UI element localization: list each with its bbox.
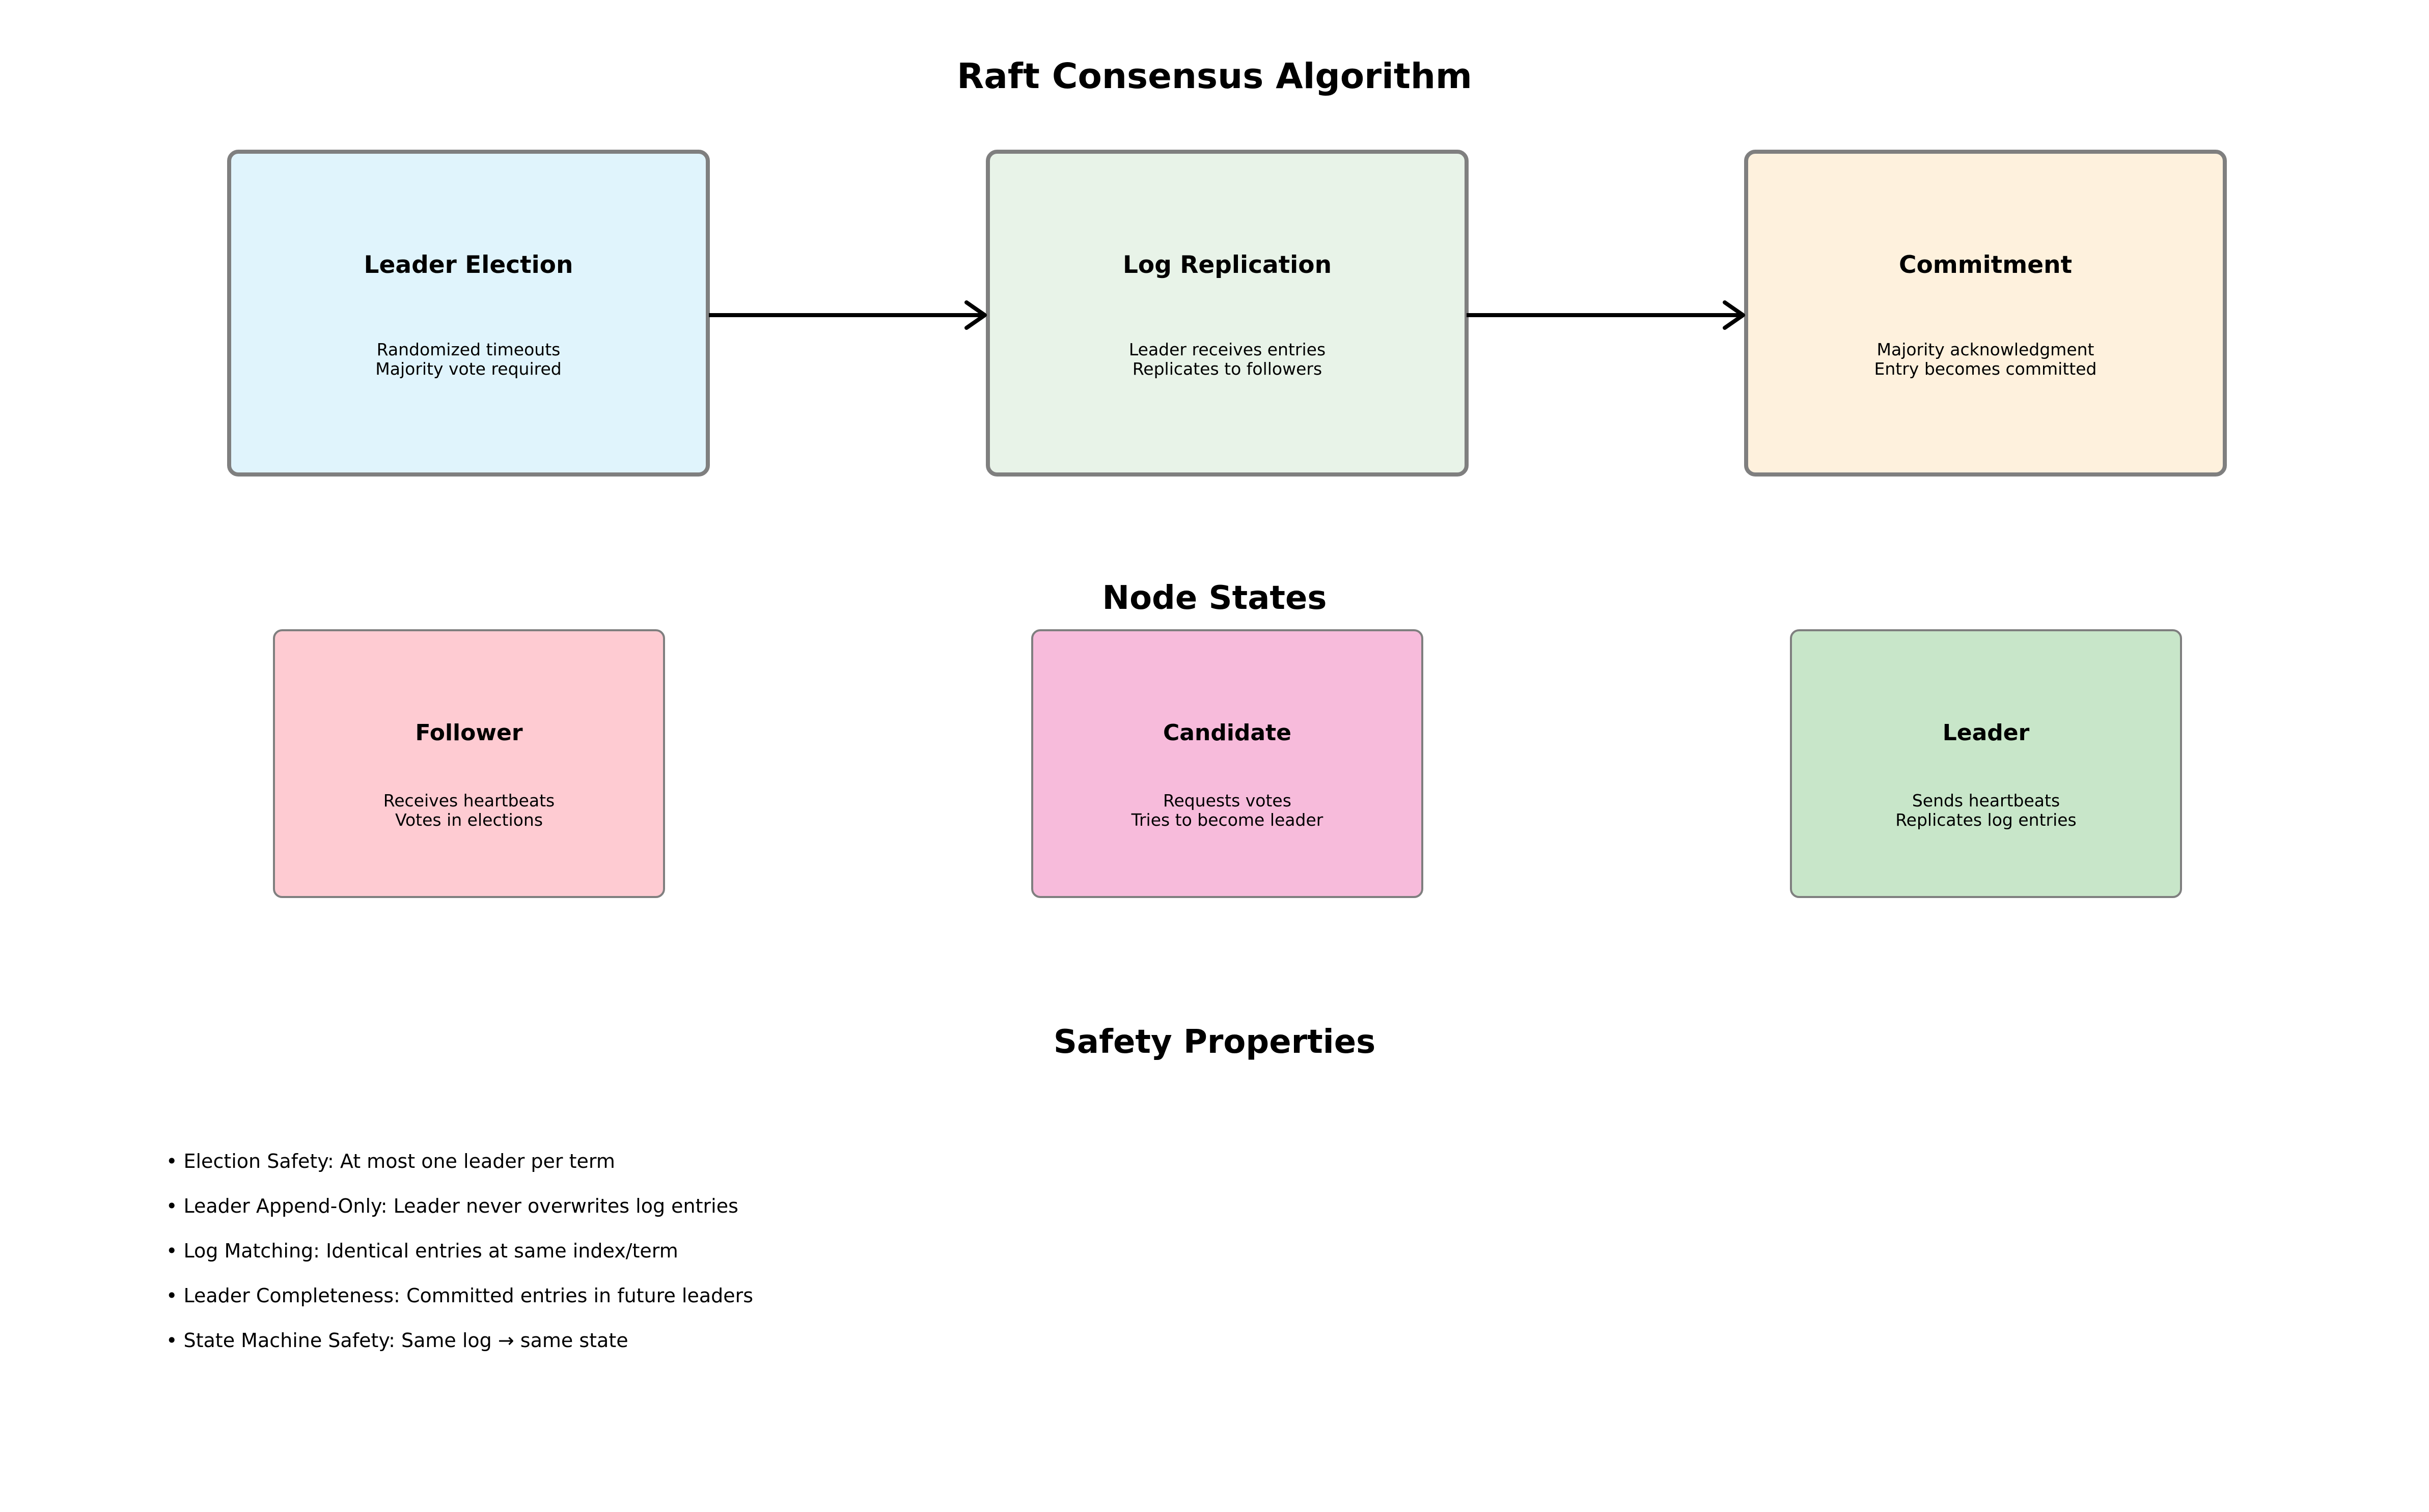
safety-properties-heading: Safety Properties: [1053, 1023, 1376, 1061]
list-item: • Leader Completeness: Committed entries…: [166, 1284, 754, 1307]
state-description: Receives heartbeats Votes in elections: [275, 791, 663, 830]
state-title: Follower: [415, 720, 523, 746]
state-title: Candidate: [1163, 720, 1291, 746]
list-item: • Leader Append-Only: Leader never overw…: [166, 1195, 738, 1217]
phase-box-leader-election: Leader Election Randomized timeouts Majo…: [227, 150, 710, 477]
state-description-line: Votes in elections: [395, 810, 543, 830]
phase-description: Leader receives entries Replicates to fo…: [990, 340, 1465, 379]
phase-description: Majority acknowledgment Entry becomes co…: [1748, 340, 2223, 379]
state-box-follower: Follower Receives heartbeats Votes in el…: [273, 629, 665, 898]
phase-description-line: Replicates to followers: [1132, 359, 1322, 379]
list-item: • Election Safety: At most one leader pe…: [166, 1150, 615, 1172]
list-item: • State Machine Safety: Same log → same …: [166, 1329, 628, 1352]
safety-properties-list: • Election Safety: At most one leader pe…: [166, 1152, 753, 1376]
list-item: • Log Matching: Identical entries at sam…: [166, 1240, 678, 1262]
arrow-election-to-replication: [709, 300, 987, 330]
phase-title: Leader Election: [364, 251, 573, 279]
phase-box-commitment: Commitment Majority acknowledgment Entry…: [1744, 150, 2227, 477]
phase-title: Commitment: [1898, 251, 2073, 279]
arrow-replication-to-commitment: [1467, 300, 1745, 330]
phase-description-line: Majority vote required: [375, 359, 562, 379]
phase-description-line: Majority acknowledgment: [1876, 340, 2094, 359]
phase-description-line: Randomized timeouts: [376, 340, 561, 359]
phase-description-line: Leader receives entries: [1128, 340, 1326, 359]
phase-box-log-replication: Log Replication Leader receives entries …: [986, 150, 1469, 477]
state-box-candidate: Candidate Requests votes Tries to become…: [1031, 629, 1423, 898]
state-description: Requests votes Tries to become leader: [1033, 791, 1421, 830]
phase-description-line: Entry becomes committed: [1874, 359, 2097, 379]
diagram-title: Raft Consensus Algorithm: [957, 56, 1472, 97]
state-description-line: Tries to become leader: [1131, 810, 1323, 830]
phase-description: Randomized timeouts Majority vote requir…: [231, 340, 706, 379]
state-box-leader: Leader Sends heartbeats Replicates log e…: [1790, 629, 2182, 898]
node-states-heading: Node States: [1102, 579, 1327, 617]
phase-title: Log Replication: [1122, 251, 1332, 279]
state-description: Sends heartbeats Replicates log entries: [1792, 791, 2180, 830]
state-title: Leader: [1942, 720, 2030, 746]
state-description-line: Requests votes: [1163, 791, 1291, 810]
state-description-line: Receives heartbeats: [383, 791, 555, 810]
state-description-line: Replicates log entries: [1895, 810, 2077, 830]
state-description-line: Sends heartbeats: [1912, 791, 2060, 810]
